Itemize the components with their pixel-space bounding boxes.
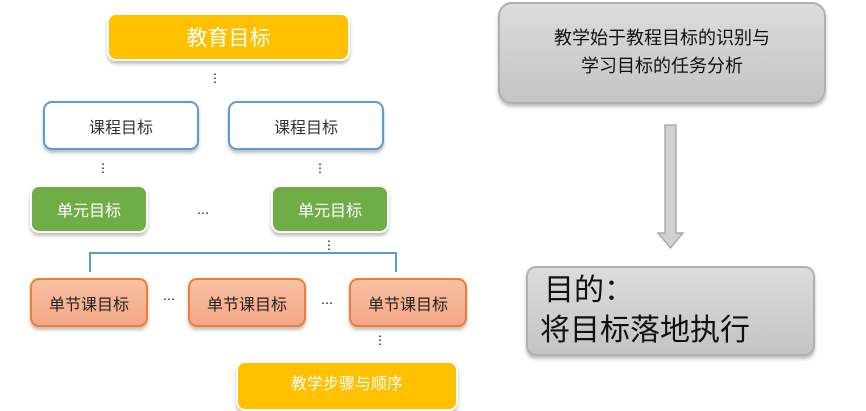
teaching-start-line2: 学习目标的任务分析 (581, 56, 743, 77)
teaching-start-box: 教学始于教程目标的识别与 学习目标的任务分析 (498, 2, 826, 104)
lesson-goal-box: 单节课目标 (188, 278, 306, 327)
education-goal-box: 教育目标 (107, 13, 350, 61)
ellipsis: … (163, 289, 175, 303)
course-goal-box: 课程目标 (43, 101, 199, 150)
vertical-dots: ⋮ (97, 161, 109, 175)
vertical-dots: ⋮ (374, 333, 386, 347)
purpose-line1: 目的： (544, 273, 634, 308)
vertical-dots: ⋮ (323, 238, 335, 252)
bracket-connector (89, 252, 397, 272)
down-arrow-icon (656, 124, 685, 250)
ellipsis: … (321, 293, 333, 307)
vertical-dots: ⋮ (209, 71, 221, 85)
lesson-goal-box: 单节课目标 (30, 278, 148, 327)
purpose-line2: 将目标落地执行 (540, 313, 750, 348)
teaching-steps-box: 教学步骤与顺序 (236, 361, 458, 411)
unit-goal-box: 单元目标 (30, 185, 148, 233)
ellipsis: … (197, 203, 209, 217)
unit-goal-box: 单元目标 (271, 185, 389, 233)
lesson-goal-box: 单节课目标 (349, 278, 467, 327)
purpose-box: 目的： 将目标落地执行 (526, 266, 815, 356)
teaching-start-line1: 教学始于教程目标的识别与 (554, 28, 770, 49)
vertical-dots: ⋮ (314, 161, 326, 175)
course-goal-box: 课程目标 (228, 101, 384, 150)
